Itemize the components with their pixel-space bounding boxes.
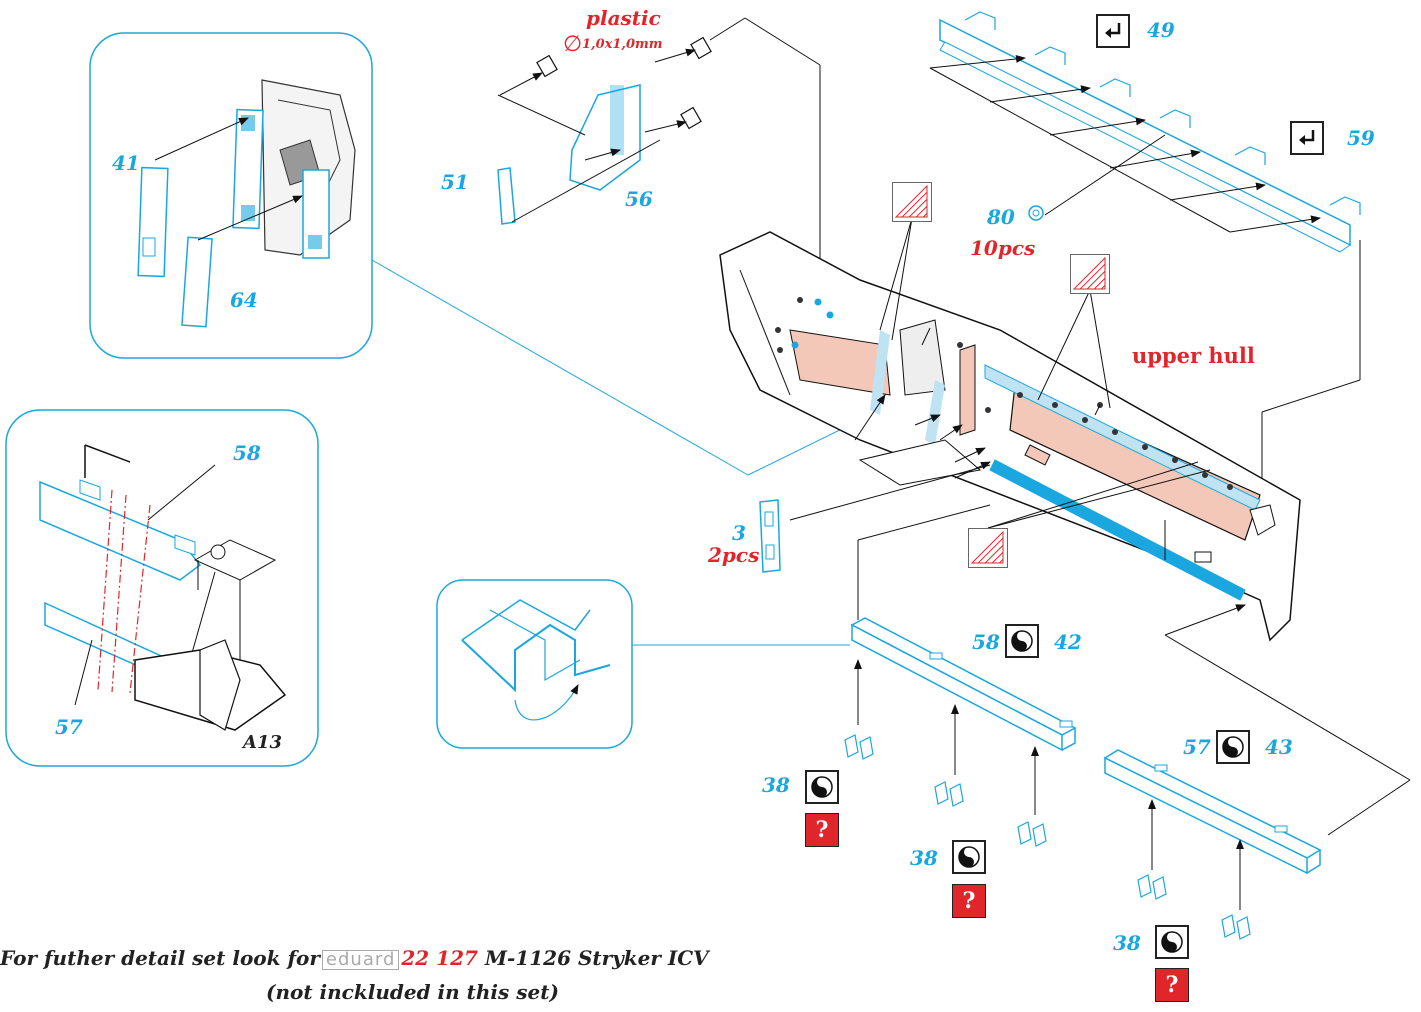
footer-product-name: M-1126 Stryker ICV xyxy=(484,946,709,970)
inset-a13 xyxy=(5,409,319,767)
part-38-label: 38 xyxy=(910,846,938,870)
fold-arrow-icon xyxy=(1290,121,1324,155)
part-38-label: 38 xyxy=(1113,931,1141,955)
a13-label: A13 xyxy=(243,732,283,753)
brackets-38 xyxy=(844,734,1251,940)
part-51-label: 51 xyxy=(441,170,469,194)
footer-prefix: For futher detail set look for xyxy=(0,946,320,970)
part-64-label: 64 xyxy=(230,288,258,312)
part-3 xyxy=(759,499,781,573)
qty-10pcs-label: 10pcs xyxy=(970,236,1036,260)
question-icon: ? xyxy=(805,813,839,847)
part-57-label: 57 xyxy=(1183,735,1211,759)
part-80-label: 80 xyxy=(987,205,1015,229)
footer-code: 22 127 xyxy=(401,946,478,970)
inset-top-left xyxy=(89,32,373,359)
upper-hull-label: upper hull xyxy=(1132,343,1255,368)
plastic-rods-group xyxy=(497,17,821,280)
red-hatch-icon xyxy=(968,528,1008,568)
yin-yang-icon xyxy=(1216,730,1250,764)
part-41-label: 41 xyxy=(112,151,140,175)
red-hatch-icon xyxy=(1070,254,1110,294)
question-icon: ? xyxy=(1155,968,1189,1002)
beam-57 xyxy=(1103,749,1322,875)
qty-2pcs-label: 2pcs xyxy=(708,543,760,567)
inset-fold-detail xyxy=(436,579,633,749)
part-56-label: 56 xyxy=(625,187,653,211)
beam-58 xyxy=(850,617,1077,752)
part-57-inset-label: 57 xyxy=(55,715,83,739)
rails-group xyxy=(929,11,1361,491)
footer-note: (not inckluded in this set) xyxy=(266,980,559,1004)
part-38-label: 38 xyxy=(762,773,790,797)
yin-yang-icon xyxy=(805,770,839,804)
eduard-logo: eduard xyxy=(321,950,400,970)
plastic-label: plastic xyxy=(586,6,661,30)
part-3-label: 3 xyxy=(732,521,746,545)
red-hatch-icon xyxy=(892,182,932,222)
part-49-label: 49 xyxy=(1147,18,1175,42)
plastic-dim-label: 1,0x1,0mm xyxy=(582,37,663,52)
fold-arrow-icon xyxy=(1096,14,1130,48)
part-42-label: 42 xyxy=(1054,630,1082,654)
part-59-label: 59 xyxy=(1347,126,1375,150)
yin-yang-icon xyxy=(1155,925,1189,959)
diameter-icon: ∅ xyxy=(563,32,583,57)
yin-yang-icon xyxy=(952,840,986,874)
part-58-inset-label: 58 xyxy=(233,441,261,465)
part-43-label: 43 xyxy=(1265,735,1293,759)
question-icon: ? xyxy=(952,884,986,918)
upper-hull xyxy=(719,231,1301,642)
part-58-label: 58 xyxy=(972,630,1000,654)
yin-yang-icon xyxy=(1005,624,1039,658)
